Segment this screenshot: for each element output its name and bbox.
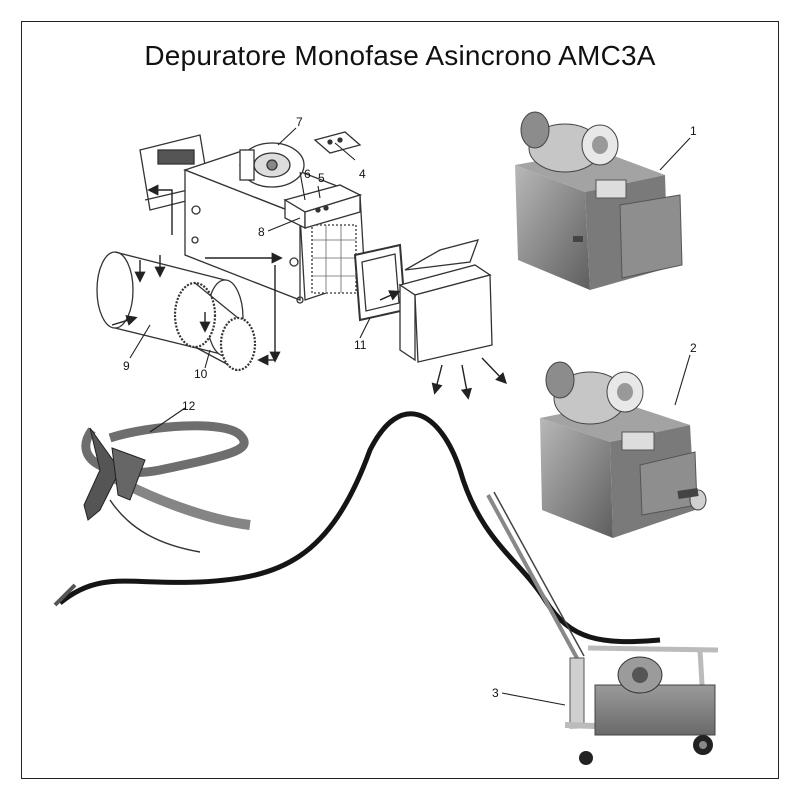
arm-hose-cart-image [53,411,719,765]
callout-9: 9 [123,359,130,373]
flow-arrows [111,184,507,400]
collection-box-part [398,239,493,363]
callout-11: 11 [354,338,367,352]
circuit-board-part [313,131,362,154]
callout-2: 2 [690,341,697,355]
callout-1: 1 [690,124,697,138]
filter-cylinder-part [96,251,244,357]
electronic-box-part [283,184,362,230]
callout-5: 5 [318,171,325,185]
callout-4: 4 [359,167,366,181]
callout-7: 7 [296,115,303,129]
machine-2-image [540,361,707,538]
filter-frame-part [353,243,407,322]
page-title: Depuratore Monofase Asincrono AMC3A [144,40,656,71]
figure-frame [21,21,779,779]
callout-6: 6 [304,167,311,181]
leader-lines [129,127,691,706]
callout-8: 8 [258,225,265,239]
exploded-view-drawing [96,131,507,400]
callout-12: 12 [182,399,196,413]
machine-1-image [515,111,683,290]
callout-10: 10 [194,367,208,381]
blower-motor-part [239,142,305,188]
callout-3: 3 [492,686,499,700]
clamp-hose-image [81,421,251,553]
